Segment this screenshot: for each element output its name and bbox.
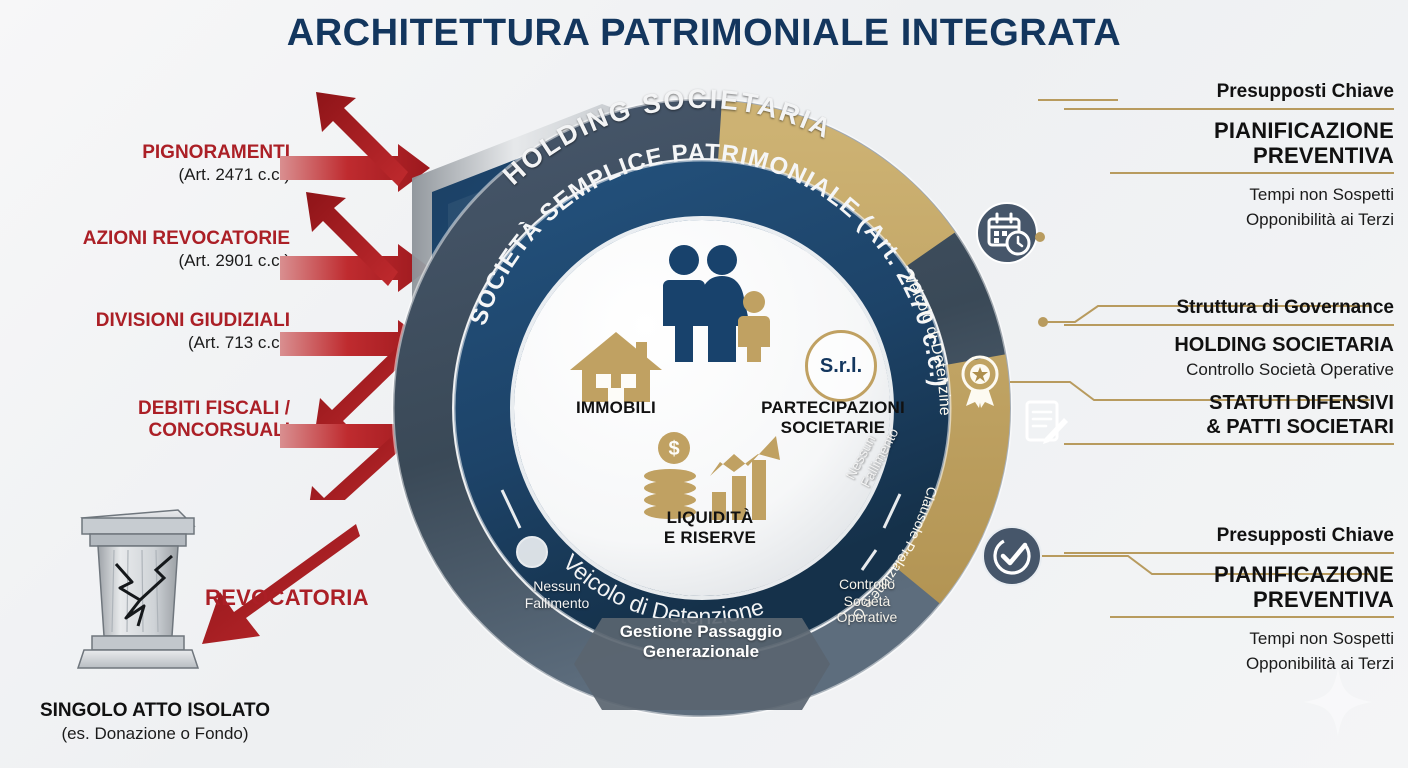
- family-icon: [663, 245, 770, 362]
- isolated-act-title: SINGOLO ATTO ISOLATO: [39, 700, 271, 721]
- panel-kicker: Presupposti Chiave: [1216, 525, 1394, 546]
- ribbon-award-icon: [961, 355, 999, 408]
- threat-label-azioni-revocatorie: AZIONI REVOCATORIE (Art. 2901 c.c.): [20, 228, 290, 271]
- panel-rule-top: [1064, 107, 1394, 110]
- gold-ring-segments: [701, 100, 1010, 716]
- threat-article: (Art. 2471 c.c.): [178, 164, 290, 184]
- arrow-group-2: [280, 192, 430, 292]
- panel-rule-bottom: [1110, 171, 1394, 174]
- panel-rule-top: [1064, 323, 1394, 326]
- panel-rule-bottom: [1064, 443, 1394, 446]
- threat-label-debiti-fiscali: DEBITI FISCALI / CONCORSUALI: [30, 398, 290, 442]
- threat-name-line2: CONCORSUALI: [148, 419, 290, 441]
- threat-name: AZIONI REVOCATORIE: [82, 228, 290, 249]
- panel-kicker: Presupposti Chiave: [1216, 81, 1394, 102]
- core-disc: [514, 220, 890, 596]
- sparkle-watermark: [1304, 668, 1372, 736]
- right-panel-1: Presupposti Chiave PIANIFICAZIONE PREVEN…: [1064, 80, 1394, 233]
- ring-note-right: Controllo Società Operative: [836, 576, 898, 626]
- coins-growth-icon: $: [644, 432, 780, 520]
- threat-article: (Art. 713 c.c.): [187, 332, 290, 352]
- threat-name: DIVISIONI GIUDIZIALI: [95, 310, 290, 331]
- threat-label-pignoramenti: PIGNORAMENTI (Art. 2471 c.c.): [40, 142, 290, 185]
- panel-heading: STATUTI DIFENSIVI & PATTI SOCIETARI: [1064, 392, 1394, 439]
- panel-line-2: Opponibilità ai Terzi: [1245, 654, 1394, 674]
- threat-label-divisioni-giudiziali: DIVISIONI GIUDIZIALI (Art. 713 c.c.): [20, 310, 290, 353]
- isolated-act-sub: (es. Donazione o Fondo): [61, 723, 249, 743]
- broken-column-icon: [76, 509, 200, 669]
- panel-line-2: Opponibilità ai Terzi: [1245, 210, 1394, 230]
- house-icon: [570, 332, 662, 402]
- panel-heading-line2: PREVENTIVA: [1253, 586, 1394, 612]
- document-pencil-icon: [1025, 400, 1068, 444]
- srl-badge-text: S.r.l.: [819, 354, 863, 377]
- right-panel-3: STATUTI DIFENSIVI & PATTI SOCIETARI: [1064, 392, 1394, 453]
- check-circle-icon: [982, 526, 1042, 586]
- arrow-group-1: [280, 92, 430, 192]
- panel-heading-line2: PREVENTIVA: [1253, 142, 1394, 168]
- threat-arrows: [280, 92, 430, 500]
- right-panel-4: Presupposti Chiave PIANIFICAZIONE PREVEN…: [1064, 524, 1394, 677]
- center-label-immobili: IMMOBILI: [576, 398, 656, 417]
- panel-heading-line1: PIANIFICAZIONE: [1213, 117, 1394, 143]
- panel-line-1: Tempi non Sospetti: [1249, 628, 1394, 648]
- panel-line-1: Tempi non Sospetti: [1249, 184, 1394, 204]
- panel-heading-line1: PIANIFICAZIONE: [1213, 561, 1394, 587]
- svg-text:$: $: [668, 438, 679, 460]
- panel-rule-bottom: [1110, 615, 1394, 618]
- arrow-group-3: [280, 320, 430, 438]
- panel-heading: PIANIFICAZIONE PREVENTIVA: [1064, 562, 1394, 612]
- panel-heading-line1: STATUTI DIFENSIVI: [1209, 392, 1394, 414]
- generational-tag-shape: [574, 618, 830, 710]
- gen-line-1: Gestione Passaggio Generazionale: [619, 622, 783, 662]
- ring-note-left: Nessun Fallimento: [524, 578, 590, 611]
- threat-name: PIGNORAMENTI: [142, 142, 290, 163]
- page-title: ARCHITETTURA PATRIMONIALE INTEGRATA: [286, 12, 1122, 54]
- panel-heading-line2: & PATTI SOCIETARI: [1206, 415, 1394, 438]
- concentric-ring-diagram: HOLDING SOCIETARIA SOCIETÀ SEMPLICE PATR…: [352, 58, 1013, 718]
- panel-heading: HOLDING SOCIETARIA: [1174, 333, 1394, 356]
- panel-heading: PIANIFICAZIONE PREVENTIVA: [1064, 118, 1394, 168]
- threat-article: (Art. 2901 c.c.): [178, 250, 290, 270]
- srl-circle-icon: S.r.l.: [805, 330, 877, 402]
- right-panel-2: Struttura di Governance HOLDING SOCIETAR…: [1064, 296, 1394, 383]
- panel-rule-top: [1064, 551, 1394, 554]
- isolated-act-caption: SINGOLO ATTO ISOLATO (es. Donazione o Fo…: [10, 700, 300, 744]
- ring-tick-marks: [500, 489, 902, 571]
- panel-line-1: Controllo Società Operative: [1186, 360, 1394, 380]
- threat-name: DEBITI FISCALI /: [138, 398, 290, 419]
- calendar-clock-icon: [976, 202, 1038, 264]
- generational-tag-label: Gestione Passaggio Generazionale: [596, 622, 806, 663]
- revocatoria-arrow: [202, 524, 360, 644]
- revocatoria-label: REVOCATORIA: [205, 585, 369, 610]
- panel-kicker: Struttura di Governance: [1176, 297, 1395, 318]
